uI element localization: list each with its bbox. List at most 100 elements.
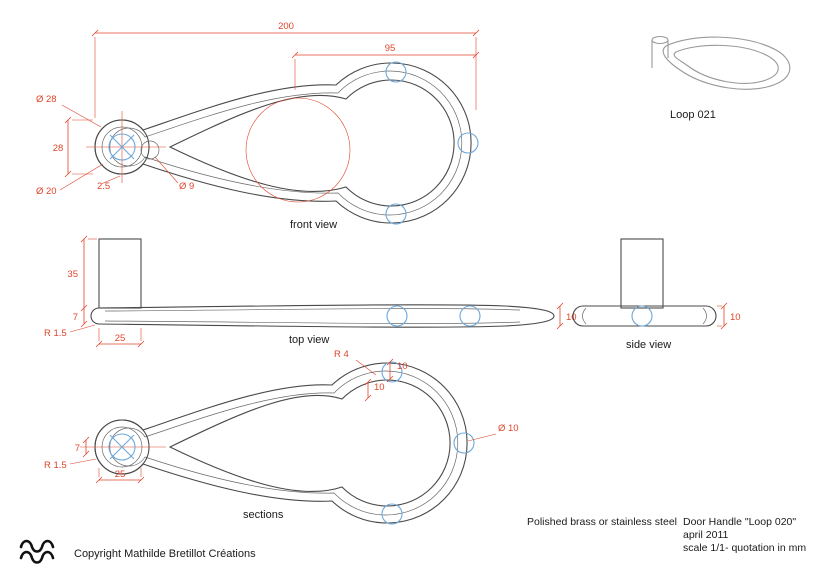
perspective-sketch: Loop 021 <box>651 35 791 121</box>
dim-label-10: 10 <box>730 312 741 323</box>
brand-logo <box>19 539 55 564</box>
front-view-dimensions: 200 95 Ø 28 28 Ø 20 2.5 Ø 9 <box>36 21 480 197</box>
loop-outer-curve <box>662 36 791 90</box>
tangent-marker-circle <box>381 361 403 383</box>
dim-tick <box>137 476 145 484</box>
dim-tick <box>137 340 145 348</box>
front-view: 200 95 Ø 28 28 Ø 20 2.5 Ø 9 front view <box>36 21 480 231</box>
side-view-construction <box>631 305 653 327</box>
tangent-marker-circle <box>385 61 407 83</box>
tangent-marker-circle <box>459 305 481 327</box>
dim-tick <box>364 378 372 386</box>
dim-label-200: 200 <box>278 21 294 32</box>
tangent-marker-circle <box>108 133 136 161</box>
sections-construction <box>80 361 475 525</box>
dim-label-dia10: Ø 10 <box>498 423 519 434</box>
dim-tick <box>80 320 88 328</box>
side-view: 10 side view <box>572 238 741 351</box>
dim-label-r1-5: R 1.5 <box>44 328 67 339</box>
dim-tick <box>80 235 88 243</box>
dim-tick <box>364 394 372 402</box>
leader-line <box>355 359 377 376</box>
dim-label-dia28: Ø 28 <box>36 94 57 105</box>
tangent-marker-circle <box>457 132 479 154</box>
handle-inner-opening <box>168 379 451 507</box>
dim-label-10-inner: 10 <box>374 382 385 393</box>
dim-tick <box>291 51 299 59</box>
sections-label: sections <box>243 509 284 521</box>
bar-edge-line <box>104 320 521 324</box>
tangent-marker-circle <box>453 432 475 454</box>
top-view: 35 7 R 1.5 25 10 top view <box>44 235 577 348</box>
dim-tick <box>82 436 90 444</box>
dim-label-35: 35 <box>67 269 78 280</box>
leader-line <box>69 458 97 465</box>
loop-inner-curve <box>673 44 779 84</box>
handle-outer-contour <box>94 62 472 224</box>
dim-tick <box>556 322 564 330</box>
bar-end-edge <box>702 307 707 325</box>
leader-line <box>59 163 104 191</box>
bar-edge-line <box>104 308 521 312</box>
sections-geometry <box>94 362 468 524</box>
dim-label-7: 7 <box>75 443 80 454</box>
logo-wave-top <box>19 539 55 553</box>
handle-inner-opening <box>168 79 455 207</box>
leader-line <box>69 324 96 333</box>
leader-line <box>467 433 497 442</box>
dim-label-25: 25 <box>115 469 126 480</box>
leader-line <box>100 175 121 185</box>
dim-label-dia20: Ø 20 <box>36 186 57 197</box>
scale-note: scale 1/1- quotation in mm <box>683 542 806 554</box>
screw-hole-circle <box>140 140 160 160</box>
tangent-marker-circle <box>108 433 136 461</box>
dim-tick <box>556 302 564 310</box>
dim-label-10-outer: 10 <box>397 361 408 372</box>
dim-tick <box>472 51 480 59</box>
dim-label-r1-5: R 1.5 <box>44 460 67 471</box>
sketch-label: Loop 021 <box>670 109 716 121</box>
bar-profile <box>572 305 717 327</box>
cross-marker-line <box>109 434 135 460</box>
dim-label-10: 10 <box>566 312 577 323</box>
sections-dimensions: R 4 10 10 Ø 10 7 R 1.5 25 <box>44 349 519 484</box>
dim-label-r4: R 4 <box>334 349 349 360</box>
dim-tick <box>386 358 394 366</box>
front-view-label: front view <box>290 219 337 231</box>
dim-label-25: 25 <box>115 333 126 344</box>
handle-mid-contour <box>109 70 463 216</box>
post-rectangle <box>620 238 664 309</box>
dim-label-28: 28 <box>53 143 64 154</box>
logo-wave-bottom <box>19 550 55 564</box>
tangent-marker-circle <box>381 503 403 525</box>
product-title: Door Handle "Loop 020" <box>683 516 796 528</box>
dim-tick <box>472 29 480 37</box>
dim-label-7: 7 <box>73 312 78 323</box>
bar-end-edge <box>582 307 587 325</box>
brand-block: Copyright Mathilde Bretillot Créations <box>19 539 256 564</box>
top-view-label: top view <box>289 334 329 346</box>
front-view-geometry <box>94 62 472 224</box>
bar-contour <box>90 304 555 328</box>
dim-label-dia9: Ø 9 <box>179 181 194 192</box>
top-view-geometry <box>90 238 555 328</box>
copyright-text: Copyright Mathilde Bretillot Créations <box>74 548 256 560</box>
top-view-dimensions: 35 7 R 1.5 25 10 <box>44 235 577 348</box>
tangent-marker-circle <box>631 305 653 327</box>
post-rectangle <box>98 238 142 309</box>
side-view-label: side view <box>626 339 671 351</box>
leader-line <box>154 156 179 184</box>
dim-tick <box>720 302 728 310</box>
side-view-geometry <box>572 238 717 327</box>
dim-tick <box>95 476 103 484</box>
sections-view: R 4 10 10 Ø 10 7 R 1.5 25 sect <box>44 349 519 525</box>
dim-tick <box>386 375 394 383</box>
dim-label-2-5: 2.5 <box>97 181 110 192</box>
side-view-dimensions: 10 <box>717 302 741 330</box>
dim-tick <box>95 340 103 348</box>
construction-circle <box>245 97 351 203</box>
material-note: Polished brass or stainless steel <box>527 516 677 528</box>
date-note: april 2011 <box>683 529 728 541</box>
